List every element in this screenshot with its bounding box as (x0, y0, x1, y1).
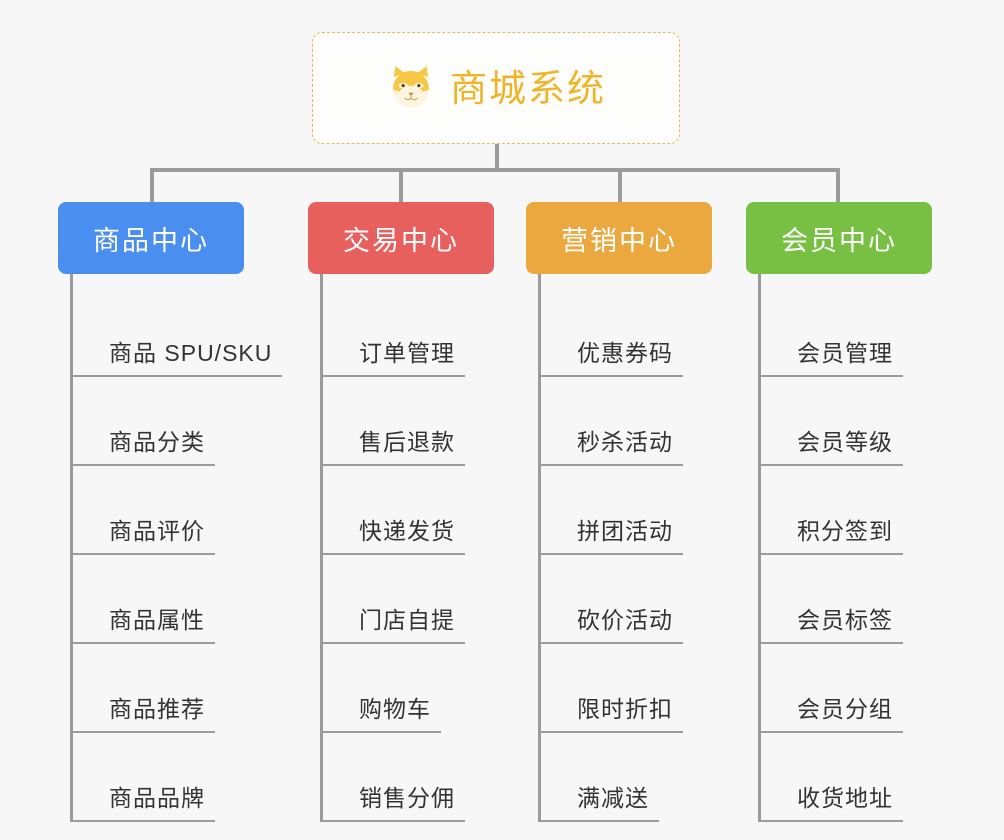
branch-child-item[interactable]: 订单管理 (323, 288, 494, 377)
branch-child-label: 商品分类 (109, 423, 215, 466)
branch-children: 订单管理售后退款快递发货门店自提购物车销售分佣 (320, 274, 494, 822)
branch-child-item[interactable]: 限时折扣 (541, 644, 712, 733)
branch-child-label: 门店自提 (359, 601, 465, 644)
branch-child-label: 售后退款 (359, 423, 465, 466)
branch-child-label: 会员标签 (797, 601, 903, 644)
branch-child-item[interactable]: 快递发货 (323, 466, 494, 555)
branch-child-item[interactable]: 售后退款 (323, 377, 494, 466)
connector-drop-3 (618, 170, 622, 202)
branch-children: 会员管理会员等级积分签到会员标签会员分组收货地址 (758, 274, 932, 822)
branch-child-label: 优惠券码 (577, 334, 683, 377)
branch-child-item[interactable]: 商品属性 (73, 555, 244, 644)
branch-child-label: 会员分组 (797, 690, 903, 733)
branch-child-label: 购物车 (359, 690, 441, 733)
branch-child-label: 快递发货 (359, 512, 465, 555)
branch-child-item[interactable]: 砍价活动 (541, 555, 712, 644)
branch-child-label: 会员等级 (797, 423, 903, 466)
branch-child-label: 商品评价 (109, 512, 215, 555)
root-title: 商城系统 (450, 67, 606, 109)
branch-child-item[interactable]: 商品品牌 (73, 733, 244, 822)
branch-child-item[interactable]: 商品评价 (73, 466, 244, 555)
branch-child-label: 砍价活动 (577, 601, 683, 644)
branch-child-label: 商品 SPU/SKU (109, 334, 283, 377)
branch-child-label: 秒杀活动 (577, 423, 683, 466)
branch-header[interactable]: 商品中心 (58, 202, 244, 274)
branch-child-item[interactable]: 会员等级 (761, 377, 932, 466)
branch-header-label: 交易中心 (343, 225, 459, 256)
branch-child-item[interactable]: 满减送 (541, 733, 712, 822)
branch-child-label: 订单管理 (359, 334, 465, 377)
branch-child-item[interactable]: 秒杀活动 (541, 377, 712, 466)
branch-child-item[interactable]: 收货地址 (761, 733, 932, 822)
connector-horizontal-bus (150, 168, 840, 172)
branch-child-label: 满减送 (577, 779, 659, 822)
branch-child-item[interactable]: 销售分佣 (323, 733, 494, 822)
shiba-dog-icon (393, 66, 429, 108)
branch-header[interactable]: 营销中心 (526, 202, 712, 274)
branch-child-item[interactable]: 购物车 (323, 644, 494, 733)
branch-header-label: 商品中心 (93, 225, 209, 256)
branch-child-label: 会员管理 (797, 334, 903, 377)
branch-child-label: 商品属性 (109, 601, 215, 644)
branch-child-label: 商品推荐 (109, 690, 215, 733)
branch-children: 优惠券码秒杀活动拼团活动砍价活动限时折扣满减送 (538, 274, 712, 822)
branch-child-item[interactable]: 门店自提 (323, 555, 494, 644)
branch-child-label: 限时折扣 (577, 690, 683, 733)
branch-child-item[interactable]: 商品 SPU/SKU (73, 288, 283, 377)
branch-children: 商品 SPU/SKU 商品分类商品评价商品属性商品推荐商品品牌 (70, 274, 283, 822)
branch-column: 会员中心会员管理会员等级积分签到会员标签会员分组收货地址 (746, 202, 932, 822)
branch-column: 营销中心优惠券码秒杀活动拼团活动砍价活动限时折扣满减送 (526, 202, 712, 822)
branch-column: 商品中心商品 SPU/SKU 商品分类商品评价商品属性商品推荐商品品牌 (58, 202, 283, 822)
branch-child-label: 商品品牌 (109, 779, 215, 822)
branch-child-item[interactable]: 商品分类 (73, 377, 244, 466)
branch-child-item[interactable]: 会员管理 (761, 288, 932, 377)
branch-child-label: 积分签到 (797, 512, 903, 555)
connector-drop-2 (399, 170, 403, 202)
root-node[interactable]: 商城系统 (312, 32, 680, 144)
connector-drop-4 (836, 170, 840, 202)
branch-child-item[interactable]: 拼团活动 (541, 466, 712, 555)
branch-header-label: 会员中心 (781, 225, 897, 256)
connector-drop-1 (150, 170, 154, 202)
branch-header[interactable]: 会员中心 (746, 202, 932, 274)
branch-child-item[interactable]: 会员标签 (761, 555, 932, 644)
branch-header[interactable]: 交易中心 (308, 202, 494, 274)
branch-child-label: 收货地址 (797, 779, 903, 822)
branch-child-item[interactable]: 优惠券码 (541, 288, 712, 377)
branch-child-item[interactable]: 积分签到 (761, 466, 932, 555)
branch-child-label: 拼团活动 (577, 512, 683, 555)
branch-child-item[interactable]: 会员分组 (761, 644, 932, 733)
connector-root-stem (495, 144, 499, 170)
branch-column: 交易中心订单管理售后退款快递发货门店自提购物车销售分佣 (308, 202, 494, 822)
branch-child-item[interactable]: 商品推荐 (73, 644, 244, 733)
branch-header-label: 营销中心 (561, 225, 677, 256)
branch-child-label: 销售分佣 (359, 779, 465, 822)
